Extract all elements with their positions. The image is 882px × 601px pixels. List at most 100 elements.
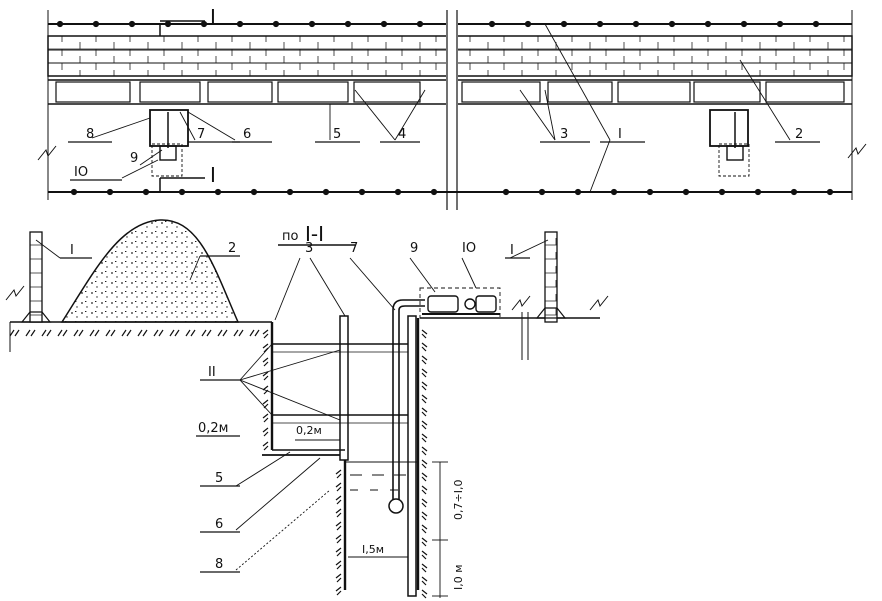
soil-hatch-mark [421, 485, 428, 495]
soil-hatch-mark [25, 329, 36, 337]
soil-hatch-mark [421, 524, 428, 534]
soil-hatch-mark [201, 329, 212, 337]
fence-post [142, 188, 150, 196]
fence-post [646, 188, 654, 196]
plan-callout-5: 5 [333, 127, 341, 142]
fence-post [380, 20, 388, 28]
soil-hatch-mark [262, 399, 269, 409]
plan-callout-fence: I [618, 127, 622, 142]
plan-callout-6: 6 [243, 127, 251, 142]
soil-hatch-mark [335, 586, 342, 596]
fence-post [754, 188, 762, 196]
soil-hatch-mark [421, 368, 428, 378]
soil-hatch-mark [335, 508, 342, 518]
section-callout-2: 2 [228, 241, 236, 256]
soil-hatch-mark [421, 459, 428, 469]
soil-hatching [9, 329, 428, 599]
soil-hatch-mark [421, 576, 428, 586]
soil-hatch-mark [262, 371, 269, 381]
soil-hatch-mark [137, 329, 148, 337]
soil-hatch-mark [335, 482, 342, 492]
soil-hatch-mark [421, 329, 428, 339]
bracing-frame [547, 81, 613, 103]
fence-post [740, 20, 748, 28]
dim-width: I,5м [362, 543, 384, 556]
soil-hatch-mark [153, 329, 164, 337]
soil-hatch-mark [262, 385, 269, 395]
plan-callout-8: 8 [86, 127, 94, 142]
section-view [5, 219, 609, 598]
bracing-frame [617, 81, 691, 103]
soil-hatch-mark [262, 357, 269, 367]
fence-post [236, 20, 244, 28]
fence-post [488, 20, 496, 28]
soil-hatch-mark [73, 329, 84, 337]
soil-hatch-mark [121, 329, 132, 337]
fence-post [776, 20, 784, 28]
plan-view [0, 0, 882, 210]
soil-hatch-mark [185, 329, 196, 337]
plan-callout-9: 9 [130, 151, 138, 166]
fence-post [826, 188, 834, 196]
fence-post [214, 188, 222, 196]
fence-post [358, 188, 366, 196]
fence-post [682, 188, 690, 196]
fence-post [70, 188, 78, 196]
fence-post [178, 188, 186, 196]
fence-post [308, 20, 316, 28]
fence-post [286, 188, 294, 196]
soil-hatch-mark [57, 329, 68, 337]
soil-hatch-mark [421, 537, 428, 547]
section-mark-top: I [210, 5, 216, 29]
dim-inner: 0,2м [296, 424, 322, 437]
bracing-frame [765, 81, 845, 103]
fence-post [416, 20, 424, 28]
plan-callout-3: 3 [560, 127, 568, 142]
plan-callout-4: 4 [398, 127, 406, 142]
fence-post [790, 188, 798, 196]
section-callout-11: II [208, 365, 216, 380]
section-callout-6: 6 [215, 517, 223, 532]
fence-post [272, 20, 280, 28]
bracing-frame [207, 81, 273, 103]
bracing-frame [693, 81, 761, 103]
fence-post [718, 188, 726, 196]
fence-post [322, 188, 330, 196]
fence-post [164, 20, 172, 28]
soil-hatch-mark [421, 381, 428, 391]
fence-post [250, 188, 258, 196]
fence-post [344, 20, 352, 28]
soil-hatch-mark [41, 329, 52, 337]
plan-callout-10: IO [74, 165, 88, 180]
fence-post [538, 188, 546, 196]
soil-hatch-mark [9, 329, 20, 337]
fence-post [610, 188, 618, 196]
section-callout-fence-left: I [70, 243, 74, 258]
fence-post [668, 20, 676, 28]
plan-callout-2: 2 [795, 127, 803, 142]
fence-post [106, 188, 114, 196]
fence-posts-bottom [70, 188, 834, 196]
bracing-frame [353, 81, 421, 103]
section-mark-bottom: I [210, 163, 216, 187]
fence-post [92, 20, 100, 28]
section-callout-8: 8 [215, 557, 223, 572]
soil-hatch-mark [421, 589, 428, 599]
soil-hatch-mark [335, 560, 342, 570]
section-title: I-I [305, 222, 324, 246]
section-labels: по I-I I 2 3 7 9 IO I II 0,2м 5 6 8 0,2м… [70, 222, 514, 590]
bracing-frames [55, 81, 845, 103]
soil-hatch-mark [335, 547, 342, 557]
soil-hatch-mark [421, 342, 428, 352]
soil-hatch-mark [262, 329, 269, 339]
soil-hatch-mark [335, 495, 342, 505]
section-callout-7: 7 [350, 241, 358, 256]
soil-hatch-mark [89, 329, 100, 337]
soil-hatch-mark [421, 498, 428, 508]
soil-hatch-mark [421, 420, 428, 430]
fence-post [596, 20, 604, 28]
soil-hatch-mark [421, 433, 428, 443]
fence-post [574, 188, 582, 196]
soil-hatch-mark [421, 511, 428, 521]
plan-labels: I I 8 7 6 5 4 3 I 2 IO 9 [74, 5, 803, 187]
